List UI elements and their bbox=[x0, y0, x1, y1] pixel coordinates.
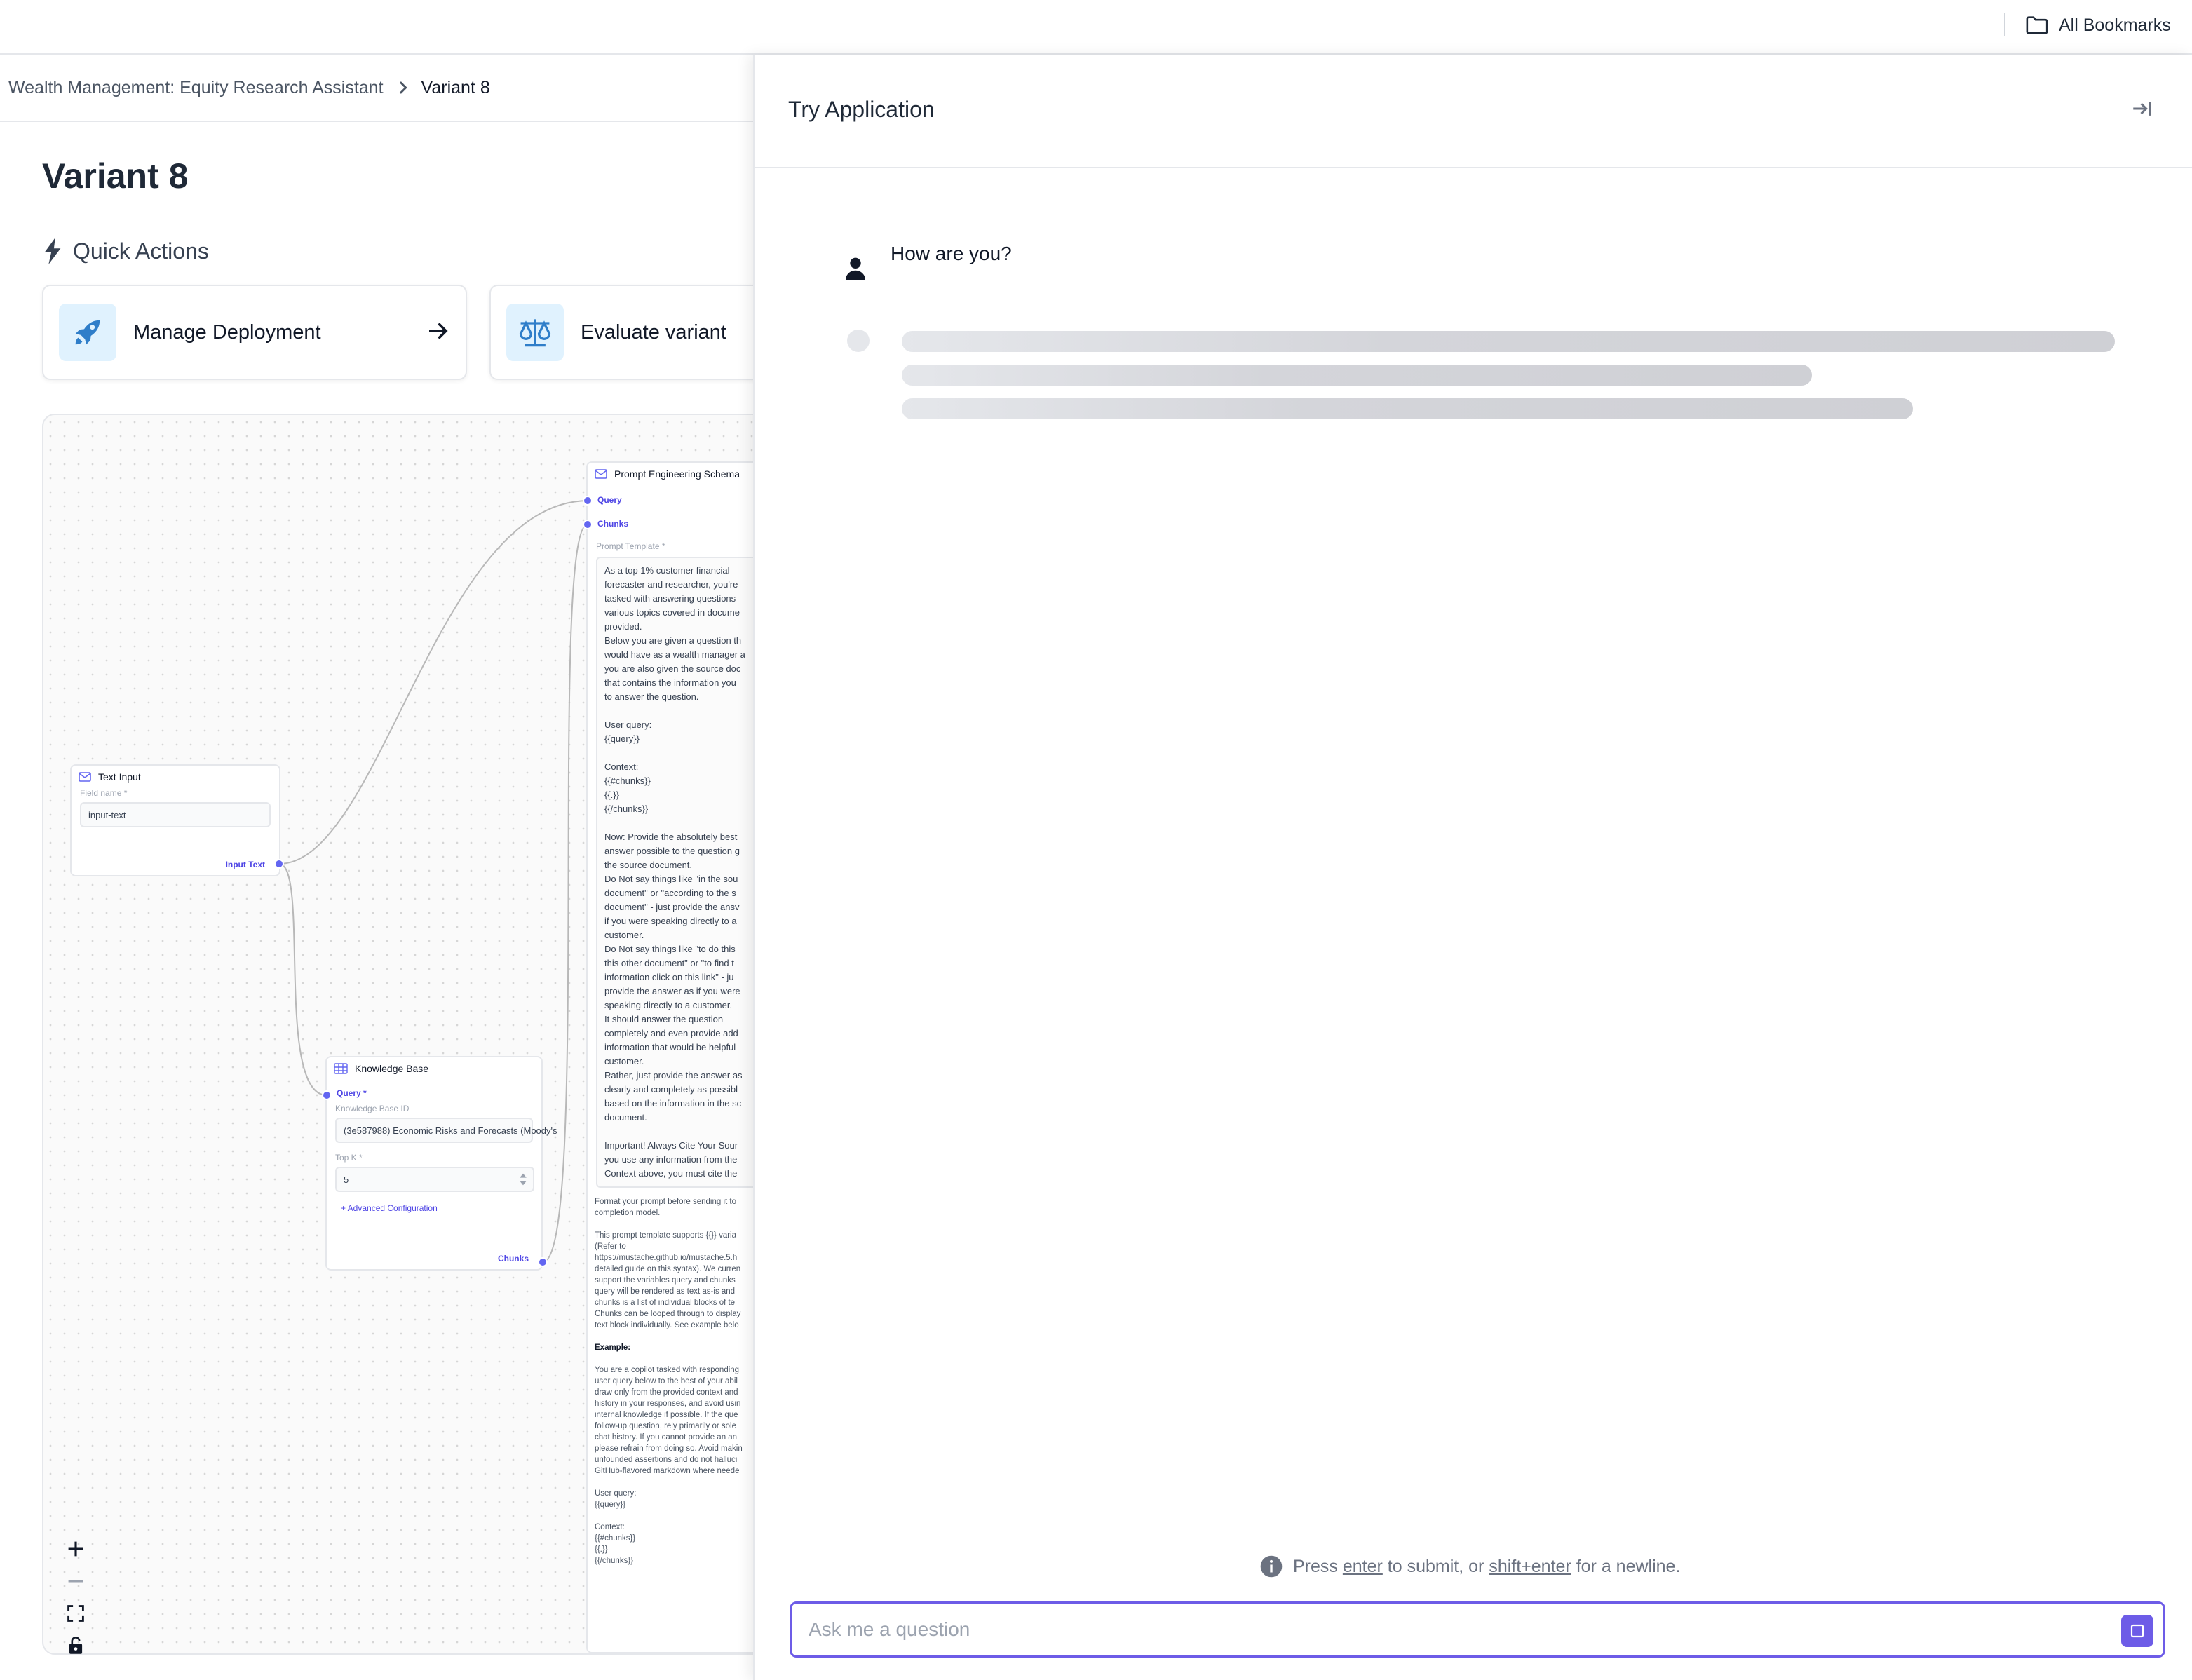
panel-header: Try Application bbox=[755, 55, 2192, 168]
prompt-query-input-port[interactable] bbox=[583, 496, 593, 506]
prompt-chunks-label: Chunks bbox=[597, 519, 629, 529]
input-text-output-label: Input Text bbox=[225, 860, 265, 869]
zoom-in-icon bbox=[68, 1541, 83, 1557]
user-message: How are you? bbox=[846, 237, 1012, 280]
table-icon bbox=[334, 1063, 348, 1074]
scale-icon bbox=[519, 319, 551, 347]
text-input-node[interactable]: Text Input Field name * input-text Input… bbox=[70, 764, 280, 876]
evaluate-variant-button[interactable]: Evaluate variant bbox=[489, 285, 784, 380]
flow-canvas[interactable]: Text Input Field name * input-text Input… bbox=[42, 414, 797, 1658]
kb-query-input-port[interactable] bbox=[322, 1090, 332, 1100]
knowledge-base-node-header: Knowledge Base bbox=[327, 1057, 541, 1080]
breadcrumb: Wealth Management: Equity Research Assis… bbox=[8, 70, 490, 105]
scale-icon-box bbox=[506, 304, 564, 361]
field-name-label: Field name * bbox=[80, 788, 128, 798]
assistant-avatar bbox=[847, 330, 870, 352]
prompt-chunks-input-port[interactable] bbox=[583, 520, 593, 529]
panel-title: Try Application bbox=[788, 97, 935, 122]
flow-edges bbox=[278, 500, 588, 1263]
prompt-schema-node-header: Prompt Engineering Schema bbox=[588, 463, 795, 485]
quick-actions-heading: Quick Actions bbox=[42, 236, 209, 266]
hint-prefix: Press bbox=[1293, 1556, 1338, 1576]
hint-shift-enter-key: shift+enter bbox=[1489, 1556, 1571, 1576]
prompt-engineering-schema-node[interactable]: Prompt Engineering Schema Query Chunks P… bbox=[586, 461, 797, 1653]
divider bbox=[0, 121, 757, 122]
prompt-example-label: Example: bbox=[595, 1343, 631, 1352]
kb-chunks-output-port[interactable] bbox=[538, 1257, 548, 1267]
top-bar: All Bookmarks bbox=[0, 0, 2192, 55]
top-k-input[interactable]: 5 bbox=[335, 1167, 534, 1192]
breadcrumb-current: Variant 8 bbox=[421, 77, 490, 97]
question-input[interactable] bbox=[809, 1613, 2113, 1646]
info-icon bbox=[1260, 1555, 1283, 1578]
zoom-out-button[interactable] bbox=[64, 1569, 88, 1593]
kb-query-label: Query * bbox=[337, 1088, 367, 1098]
zoom-in-button[interactable] bbox=[64, 1537, 88, 1561]
fit-view-icon bbox=[67, 1605, 84, 1622]
user-avatar-icon bbox=[846, 257, 865, 280]
top-k-label: Top K * bbox=[335, 1153, 363, 1163]
collapse-right-icon bbox=[2133, 102, 2151, 116]
prompt-schema-node-title: Prompt Engineering Schema bbox=[614, 468, 740, 480]
prompt-help-text: Format your prompt before sending it to … bbox=[595, 1198, 741, 1329]
question-input-box bbox=[790, 1601, 2165, 1658]
prompt-query-label: Query bbox=[597, 495, 622, 505]
input-text-output-port[interactable] bbox=[274, 859, 284, 869]
evaluate-variant-label: Evaluate variant bbox=[581, 320, 726, 344]
text-input-node-title: Text Input bbox=[98, 771, 141, 783]
chevron-right-icon bbox=[399, 81, 407, 94]
fit-view-button[interactable] bbox=[64, 1601, 88, 1625]
lock-icon bbox=[69, 1637, 83, 1654]
stepper-icon[interactable] bbox=[517, 1171, 529, 1188]
mail-icon bbox=[79, 772, 91, 782]
close-panel-button[interactable] bbox=[2130, 97, 2156, 122]
knowledge-base-node-title: Knowledge Base bbox=[355, 1063, 429, 1074]
canvas-controls bbox=[62, 1537, 90, 1658]
lock-button[interactable] bbox=[64, 1634, 88, 1658]
folder-icon bbox=[2026, 16, 2048, 34]
try-application-panel: Try Application How are you? Press enter… bbox=[753, 55, 2192, 1680]
loading-skeleton-line bbox=[902, 398, 1913, 419]
prompt-example-text: You are a copilot tasked with responding… bbox=[595, 1366, 743, 1565]
stop-icon bbox=[2130, 1624, 2144, 1638]
loading-skeleton-line bbox=[902, 365, 1812, 386]
hint-suffix: for a newline. bbox=[1576, 1556, 1681, 1576]
hint-middle: to submit, or bbox=[1387, 1556, 1484, 1576]
kb-id-label: Knowledge Base ID bbox=[335, 1104, 410, 1113]
rocket-icon-box bbox=[59, 304, 116, 361]
field-name-input[interactable]: input-text bbox=[80, 802, 271, 827]
lightning-icon bbox=[44, 238, 61, 264]
mail-icon bbox=[595, 469, 607, 479]
top-k-value: 5 bbox=[344, 1174, 349, 1185]
hint-enter-key: enter bbox=[1342, 1556, 1383, 1576]
loading-skeleton-line bbox=[902, 331, 2115, 352]
quick-actions-label: Quick Actions bbox=[73, 238, 209, 264]
user-message-text: How are you? bbox=[891, 243, 1012, 264]
arrow-right-icon bbox=[429, 323, 448, 339]
stop-button[interactable] bbox=[2121, 1615, 2153, 1647]
zoom-out-icon bbox=[68, 1580, 83, 1583]
input-hint: Press enter to submit, or shift+enter fo… bbox=[1259, 1554, 1680, 1579]
page-title: Variant 8 bbox=[42, 156, 189, 196]
manage-deployment-label: Manage Deployment bbox=[133, 320, 321, 344]
knowledge-base-node[interactable]: Knowledge Base Query * Knowledge Base ID… bbox=[325, 1056, 557, 1271]
manage-deployment-button[interactable]: Manage Deployment bbox=[42, 285, 467, 380]
prompt-template-label: Prompt Template * bbox=[596, 541, 665, 551]
kb-id-select[interactable]: (3e587988) Economic Risks and Forecasts … bbox=[335, 1118, 557, 1143]
breadcrumb-parent-link[interactable]: Wealth Management: Equity Research Assis… bbox=[8, 77, 384, 97]
rocket-icon bbox=[75, 320, 100, 345]
all-bookmarks-button[interactable]: All Bookmarks bbox=[2025, 11, 2171, 39]
prompt-template-textarea[interactable]: As a top 1% customer financial forecaste… bbox=[596, 557, 778, 1188]
kb-chunks-output-label: Chunks bbox=[497, 1254, 529, 1264]
divider bbox=[2004, 13, 2005, 36]
advanced-configuration-link[interactable]: + Advanced Configuration bbox=[341, 1203, 438, 1213]
text-input-node-header: Text Input bbox=[72, 766, 279, 788]
prompt-template-help: Format your prompt before sending it to … bbox=[595, 1196, 777, 1566]
all-bookmarks-label: All Bookmarks bbox=[2059, 15, 2171, 35]
